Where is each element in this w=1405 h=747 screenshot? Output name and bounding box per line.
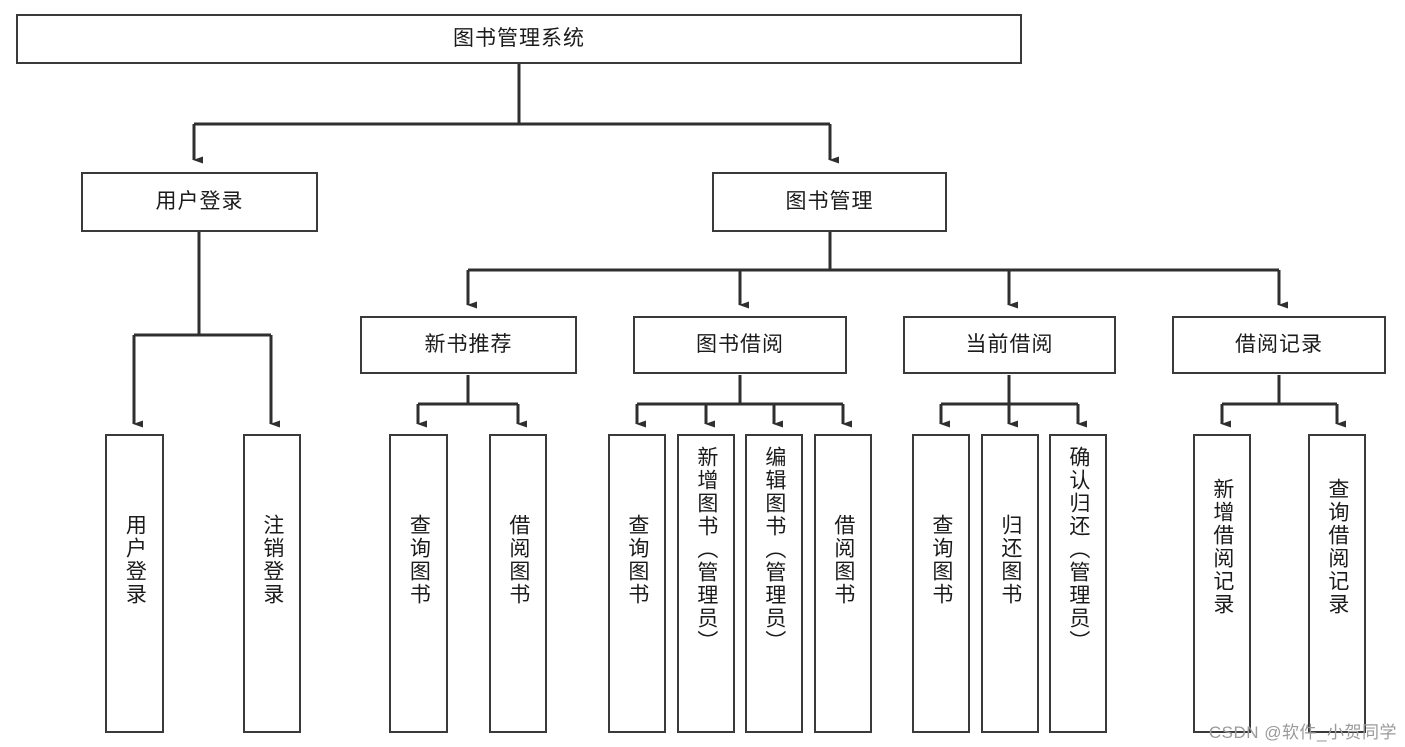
- node-root-label: 图书管理系统: [453, 27, 585, 51]
- node-leaf-query-book-2-label: 查询图书: [625, 514, 649, 606]
- node-leaf-borrow-book-2-label: 借阅图书: [831, 514, 855, 606]
- node-leaf-add-book[interactable]: 新增图书（管理员）: [677, 434, 735, 733]
- node-leaf-confirm-return[interactable]: 确认归还（管理员）: [1049, 434, 1107, 733]
- node-current-borrow-label: 当前借阅: [965, 333, 1054, 357]
- node-new-book-rec-label: 新书推荐: [424, 333, 513, 357]
- node-book-borrow-label: 图书借阅: [696, 333, 784, 357]
- node-leaf-confirm-return-label: 确认归还（管理员）: [1066, 446, 1090, 653]
- node-leaf-borrow-book-1-label: 借阅图书: [506, 514, 530, 606]
- node-leaf-edit-book[interactable]: 编辑图书（管理员）: [745, 434, 803, 733]
- node-leaf-query-record-label: 查询借阅记录: [1325, 478, 1349, 616]
- node-root[interactable]: 图书管理系统: [16, 14, 1022, 64]
- node-leaf-edit-book-label: 编辑图书（管理员）: [762, 446, 786, 653]
- node-book-manage-label: 图书管理: [785, 190, 874, 214]
- node-leaf-query-record[interactable]: 查询借阅记录: [1308, 434, 1366, 733]
- node-leaf-return-book[interactable]: 归还图书: [981, 434, 1039, 733]
- node-leaf-query-book-1[interactable]: 查询图书: [389, 434, 448, 733]
- node-leaf-user-login-label: 用户登录: [123, 514, 147, 606]
- node-leaf-query-book-1-label: 查询图书: [407, 514, 431, 606]
- node-borrow-record[interactable]: 借阅记录: [1172, 316, 1386, 374]
- node-leaf-user-login[interactable]: 用户登录: [105, 434, 164, 733]
- node-leaf-query-book-3-label: 查询图书: [929, 514, 953, 606]
- node-leaf-logout[interactable]: 注销登录: [243, 434, 301, 733]
- node-user-login[interactable]: 用户登录: [81, 172, 318, 232]
- node-user-login-label: 用户登录: [155, 190, 244, 214]
- node-current-borrow[interactable]: 当前借阅: [903, 316, 1116, 374]
- node-leaf-return-book-label: 归还图书: [998, 514, 1022, 606]
- node-leaf-add-record-label: 新增借阅记录: [1210, 478, 1234, 616]
- node-leaf-add-book-label: 新增图书（管理员）: [694, 446, 718, 653]
- node-leaf-add-record[interactable]: 新增借阅记录: [1193, 434, 1251, 733]
- node-borrow-record-label: 借阅记录: [1235, 333, 1323, 357]
- node-leaf-query-book-3[interactable]: 查询图书: [912, 434, 970, 733]
- node-new-book-rec[interactable]: 新书推荐: [360, 316, 577, 374]
- node-leaf-logout-label: 注销登录: [260, 514, 284, 606]
- node-book-borrow[interactable]: 图书借阅: [633, 316, 847, 374]
- node-leaf-borrow-book-1[interactable]: 借阅图书: [489, 434, 547, 733]
- node-book-manage[interactable]: 图书管理: [712, 172, 947, 232]
- csdn-watermark: CSDN @软件_小贺同学: [1208, 723, 1397, 742]
- node-leaf-query-book-2[interactable]: 查询图书: [608, 434, 666, 733]
- node-leaf-borrow-book-2[interactable]: 借阅图书: [814, 434, 872, 733]
